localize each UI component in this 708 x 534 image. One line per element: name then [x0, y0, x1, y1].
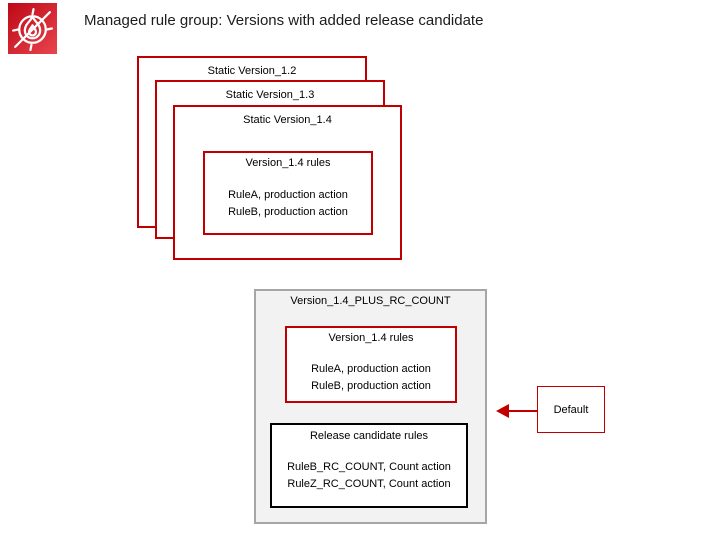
version-1-4-rules-box: Version_1.4 rules RuleA, production acti… [203, 151, 373, 235]
static-version-1-3-label: Static Version_1.3 [225, 89, 315, 101]
rule-line: RuleZ_RC_COUNT, Count action [287, 478, 451, 490]
rule-line: RuleB, production action [311, 380, 431, 392]
release-candidate-rules-box: Release candidate rules RuleB_RC_COUNT, … [270, 423, 468, 508]
default-arrow-line [508, 410, 537, 412]
default-arrow-head-icon [496, 404, 509, 418]
static-version-1-4-label: Static Version_1.4 [243, 114, 332, 126]
page-title: Managed rule group: Versions with added … [84, 12, 484, 29]
combined-version-rules-box: Version_1.4 rules RuleA, production acti… [285, 326, 457, 403]
aws-waf-firewall-icon [8, 3, 57, 54]
rule-line: RuleA, production action [228, 189, 348, 201]
rule-line: RuleB_RC_COUNT, Count action [287, 461, 451, 473]
combined-version-rules-title: Version_1.4 rules [328, 332, 414, 344]
rule-line: RuleA, production action [311, 363, 431, 375]
release-candidate-rules-title: Release candidate rules [309, 430, 429, 442]
static-version-1-2-label: Static Version_1.2 [207, 65, 297, 77]
default-box: Default [537, 386, 605, 433]
rule-line: RuleB, production action [228, 206, 348, 218]
rules-list: RuleA, production action RuleB, producti… [205, 187, 371, 221]
version-1-4-plus-rc-count-title: Version_1.4_PLUS_RC_COUNT [290, 295, 451, 307]
default-label: Default [553, 403, 589, 416]
rules-list: RuleA, production action RuleB, producti… [287, 361, 455, 395]
version-1-4-rules-title: Version_1.4 rules [245, 157, 331, 169]
rules-list: RuleB_RC_COUNT, Count action RuleZ_RC_CO… [272, 459, 466, 493]
